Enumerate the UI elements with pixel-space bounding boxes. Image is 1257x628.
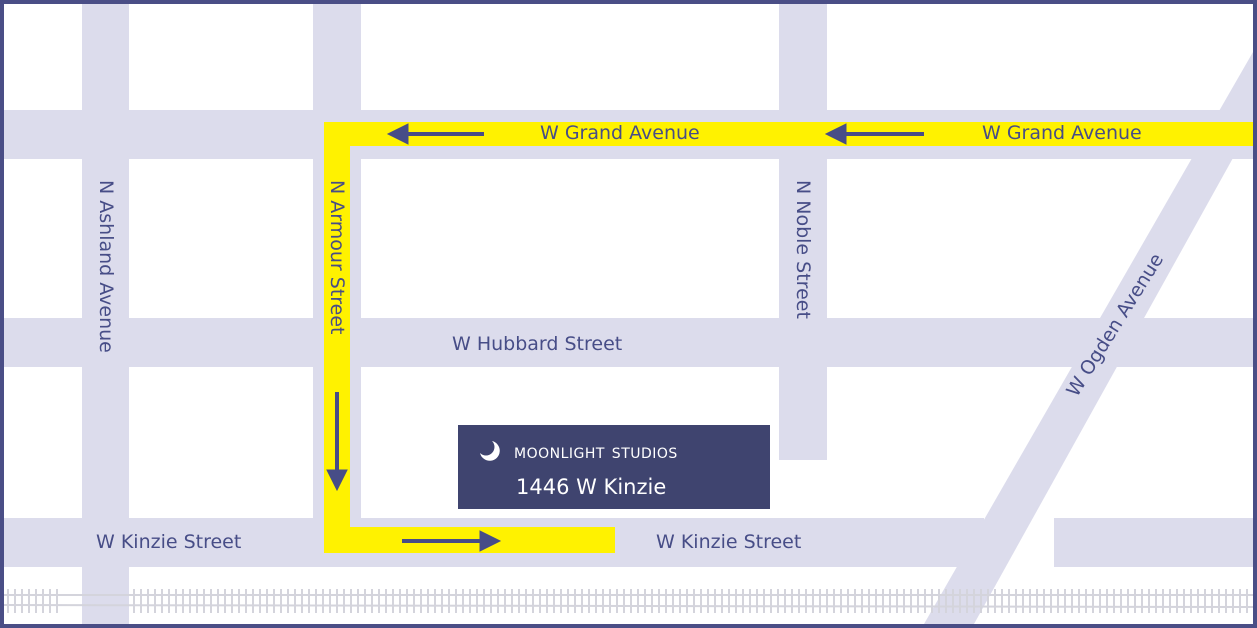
road-hubbard	[4, 318, 1253, 367]
brand-name: MOONLIGHT STUDIOS	[514, 439, 678, 463]
route-arrows	[326, 123, 924, 552]
destination-card: MOONLIGHT STUDIOS 1446 W Kinzie	[458, 425, 770, 509]
arrow-grand-right	[824, 123, 924, 145]
label-ashland: N Ashland Avenue	[95, 180, 117, 353]
destination-address: 1446 W Kinzie	[516, 475, 667, 499]
road-noble	[779, 4, 827, 460]
road-ogden	[924, 52, 1253, 624]
road-kinzie-right	[1054, 518, 1253, 567]
map-graphic	[4, 4, 1253, 624]
arrow-armour-down	[326, 392, 348, 492]
railroad	[4, 589, 1253, 613]
moon-icon	[478, 439, 502, 463]
brand-row: MOONLIGHT STUDIOS	[478, 439, 678, 463]
arrow-grand-left	[386, 123, 484, 145]
label-armour: N Armour Street	[326, 180, 348, 335]
label-kinzie-left: W Kinzie Street	[96, 531, 242, 553]
arrow-kinzie-right	[402, 530, 502, 552]
label-hubbard: W Hubbard Street	[452, 333, 623, 355]
label-grand-left: W Grand Avenue	[540, 122, 700, 144]
label-grand-right: W Grand Avenue	[982, 122, 1142, 144]
label-noble: N Noble Street	[792, 180, 814, 319]
road-layer	[4, 4, 1253, 624]
label-kinzie-right: W Kinzie Street	[656, 531, 802, 553]
